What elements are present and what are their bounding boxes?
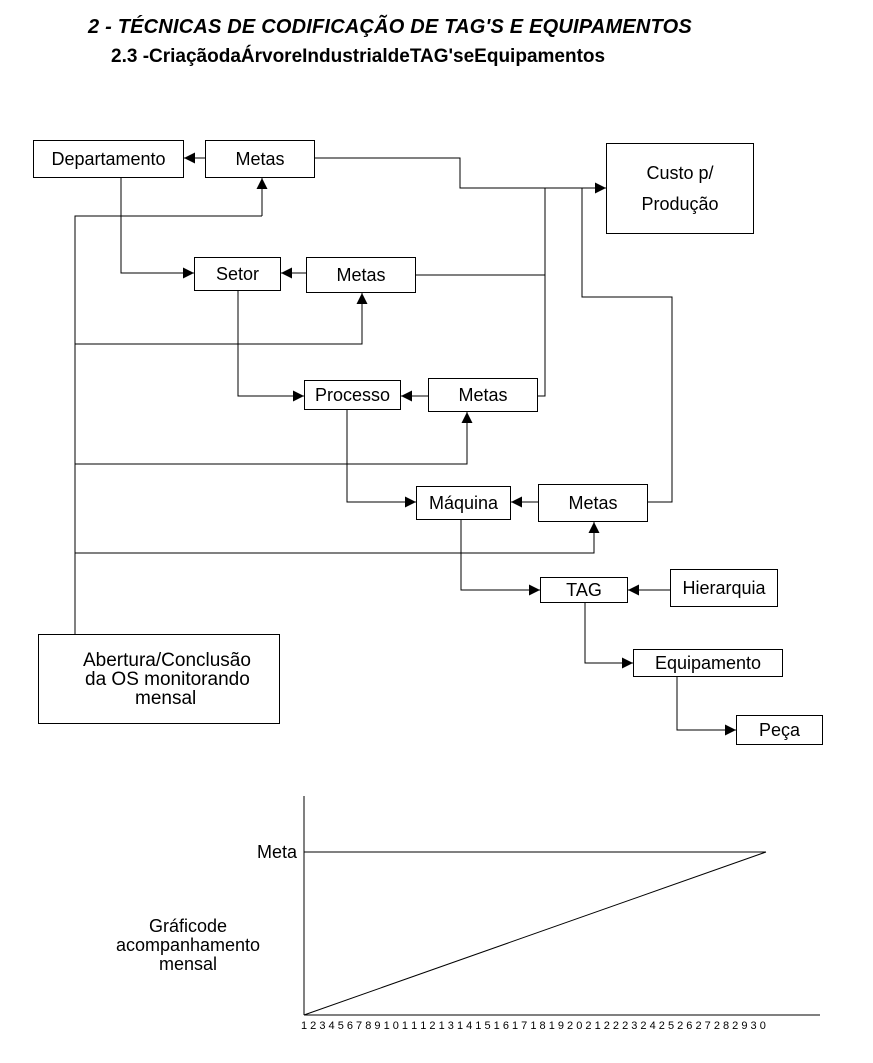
chart-y-meta-label: Meta [257,842,298,862]
peca-box: Peça [736,715,823,745]
custo-producao-box: Custo p/ Produção [606,143,754,234]
maquina-label: Máquina [428,492,499,513]
metas-label: Metas [458,384,508,405]
line-metas4-loop [581,188,673,503]
arrow-tag-equipamento [584,603,633,669]
os-label-line1: Abertura/Conclusão [83,650,251,671]
equipamento-box: Equipamento [633,649,783,677]
arrow-maquina-tag [460,520,540,596]
producao-label: Produção [641,193,719,214]
metas-departamento-box: Metas [205,140,315,178]
chart-caption: Gráficode acompanhamento mensal [98,917,278,974]
peca-label: Peça [758,719,801,740]
processo-box: Processo [304,380,401,410]
metas-maquina-box: Metas [538,484,648,522]
arrow-os-metas4 [75,522,600,554]
metas-label: Metas [336,264,386,285]
line-os-bus [74,215,262,634]
arrow-departamento-setor [120,177,194,279]
setor-label: Setor [215,263,260,284]
arrow-equipamento-peca [676,677,736,736]
metas-setor-box: Metas [306,257,416,293]
arrow-setor-processo [237,291,304,402]
metas-label: Metas [235,148,285,169]
arrow-os-metas2 [75,293,368,345]
departamento-box: Departamento [33,140,184,178]
arrow-os-metas3 [75,412,473,465]
chart-x-tick-labels: 1 2 3 4 5 6 7 8 9 1 0 1 1 1 2 1 3 1 4 1 … [301,1020,766,1032]
tag-label: TAG [566,579,602,600]
tag-box: TAG [540,577,628,603]
page-title: 2 - TÉCNICAS DE CODIFICAÇÃO DE TAG'S E E… [88,16,692,38]
os-label-line3: mensal [135,688,197,709]
departamento-label: Departamento [51,148,166,169]
maquina-box: Máquina [416,486,511,520]
os-label-line2: da OS monitorando [85,669,250,690]
chart-caption-line3: mensal [158,953,218,974]
chart-caption-line1: Gráficode [148,916,228,936]
line-metas3-collector [538,188,546,397]
metas-processo-box: Metas [428,378,538,412]
os-monitoring-box: Abertura/Conclusão da OS monitorando men… [38,634,280,724]
arrow-metas1-custo [315,157,606,194]
chart-caption-line2: acompanhamento [115,934,261,955]
setor-box: Setor [194,257,281,291]
page-subtitle: 2.3 -CriaçãodaÁrvoreIndustrialdeTAG'seEq… [111,46,606,67]
metas-label: Metas [568,492,618,513]
hierarquia-box: Hierarquia [670,569,778,607]
custo-label: Custo p/ [646,162,714,183]
hierarquia-label: Hierarquia [682,577,766,598]
equipamento-label: Equipamento [654,652,762,673]
arrow-processo-maquina [346,410,416,508]
processo-label: Processo [314,384,391,405]
chart-progress-line [303,851,767,1016]
